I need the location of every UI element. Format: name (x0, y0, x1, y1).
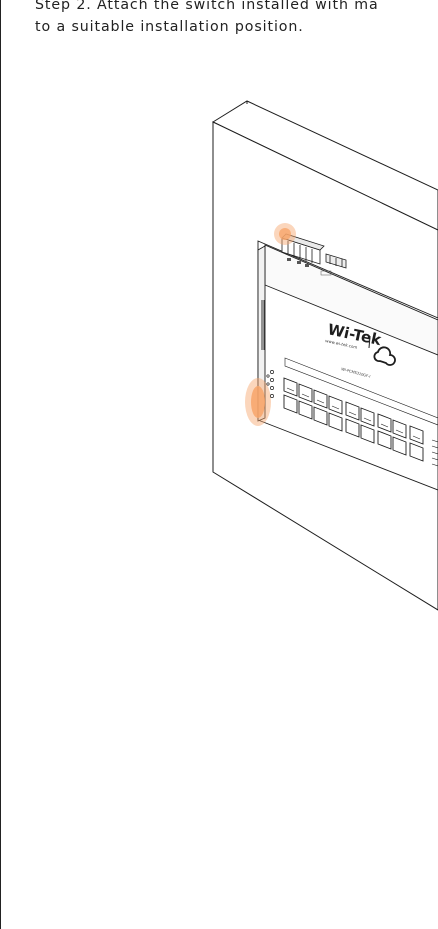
installation-illustration: Wi-Tek www.wi-tek.com WI-PCMS310GF-I (0, 0, 438, 929)
